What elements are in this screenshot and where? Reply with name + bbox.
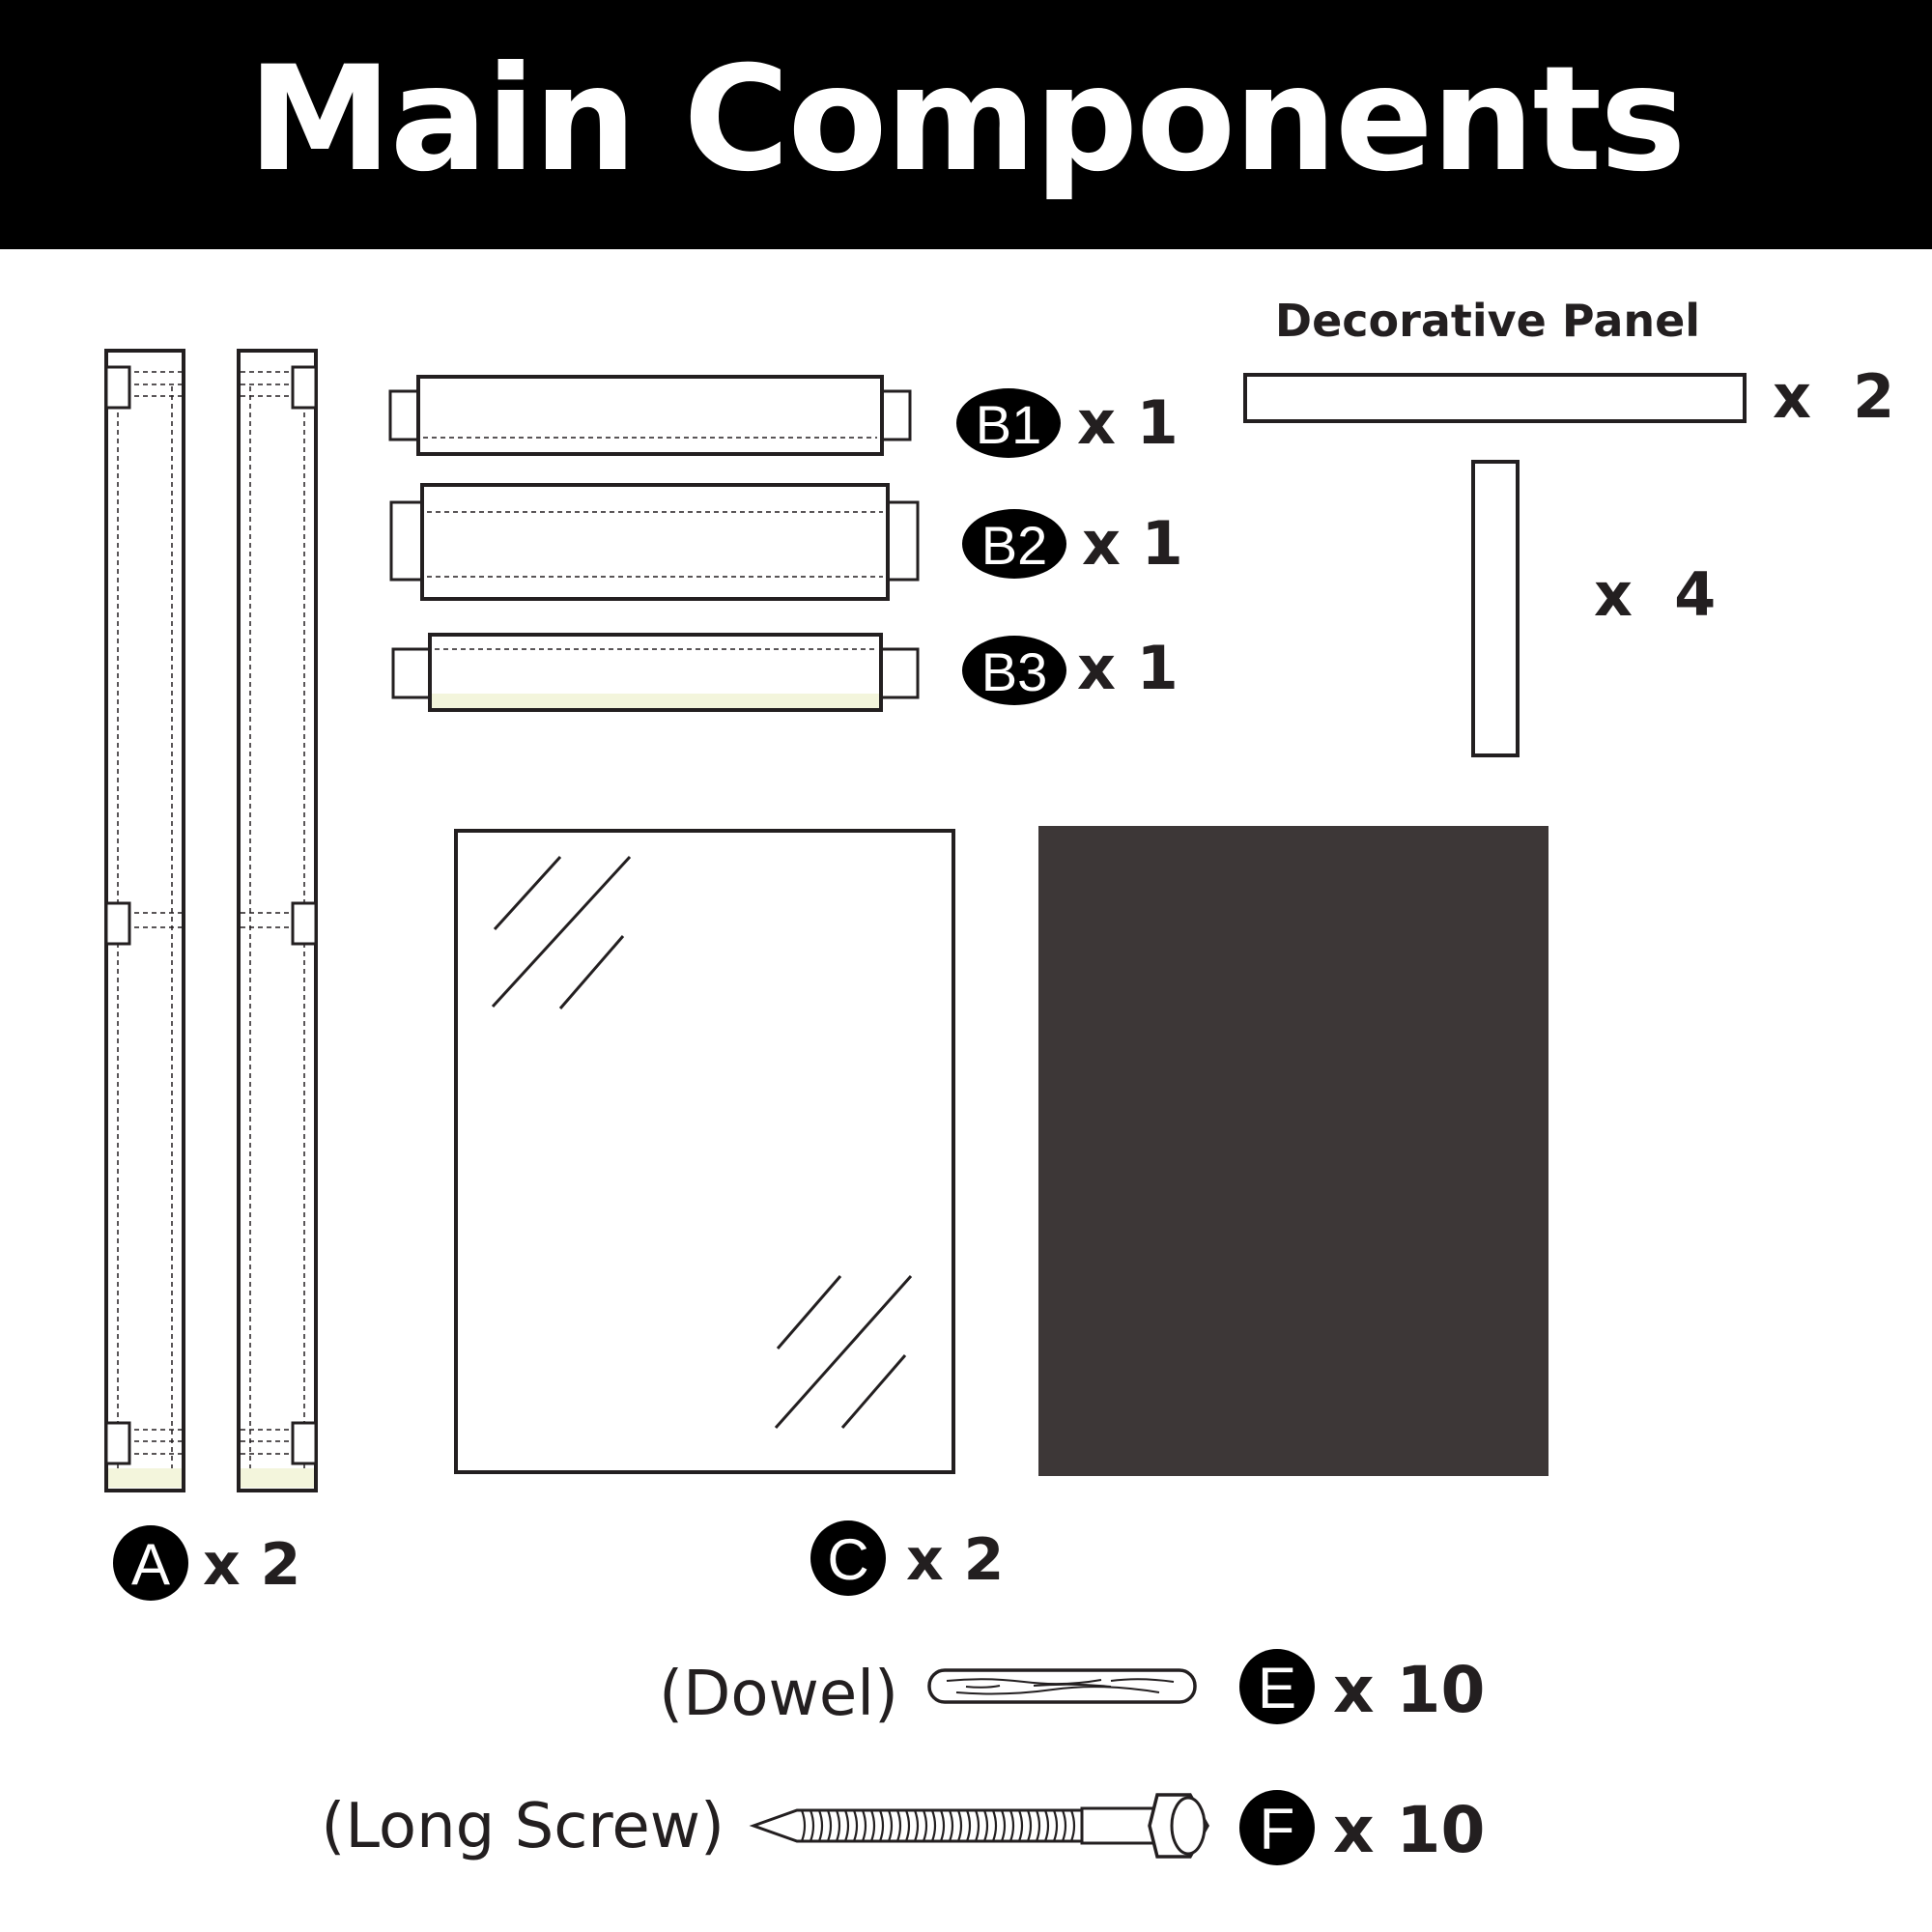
part-e-row: (Dowel) E x 10 (659, 1649, 1485, 1730)
screw-thread (817, 1809, 824, 1842)
part-qty: x 1 (1077, 633, 1179, 703)
screw-thread (913, 1809, 920, 1842)
screw-thread (1069, 1809, 1076, 1842)
part-id: B3 (981, 641, 1048, 702)
screw-thread (1035, 1809, 1041, 1842)
rail-icon (237, 349, 318, 1492)
part-b1-crossbar (388, 375, 912, 456)
part-badge (956, 388, 1061, 458)
screw-thread (895, 1809, 902, 1842)
part-b3-crossbar (391, 633, 920, 712)
part-qty: x 10 (1333, 1653, 1485, 1727)
screw-icon (749, 1793, 1210, 1859)
screw-thread (843, 1809, 850, 1842)
part-id: C (827, 1527, 868, 1592)
decorative-panel-vertical (1471, 460, 1520, 757)
part-id: E (1258, 1656, 1296, 1720)
part-badge (1239, 1649, 1315, 1724)
part-a-label: A x 2 (113, 1525, 300, 1601)
screw-thread (869, 1809, 876, 1842)
screw-thread (800, 1809, 807, 1842)
decorative-panel-vertical-qty: x 4 (1594, 559, 1716, 630)
screw-thread (835, 1809, 841, 1842)
part-badge (113, 1525, 188, 1601)
screw-thread (1017, 1809, 1024, 1842)
decorative-panel-title: Decorative Panel (1275, 295, 1700, 347)
screw-thread (982, 1809, 989, 1842)
part-qty: x 2 (203, 1531, 300, 1599)
part-qty: x 1 (1082, 508, 1183, 579)
screw-thread (991, 1809, 998, 1842)
screw-thread (809, 1809, 815, 1842)
part-b1-label: B1 x 1 (956, 387, 1179, 458)
screw-thread (878, 1809, 885, 1842)
part-name: (Long Screw) (321, 1791, 724, 1862)
decorative-panel-horizontal-qty: x 2 (1773, 361, 1894, 432)
screw-thread (1000, 1809, 1007, 1842)
part-id: B1 (976, 394, 1042, 455)
screw-thread (965, 1809, 972, 1842)
screw-thread (956, 1809, 963, 1842)
screw-thread (887, 1809, 894, 1842)
screw-thread (1009, 1809, 1015, 1842)
part-qty: x 2 (906, 1526, 1004, 1594)
part-qty: x 1 (1077, 387, 1179, 458)
glass-panel-icon (454, 829, 955, 1474)
screw-thread (852, 1809, 859, 1842)
part-name: (Dowel) (659, 1659, 898, 1730)
screw-thread (948, 1809, 954, 1842)
screw-thread (974, 1809, 980, 1842)
screw-thread (1061, 1809, 1067, 1842)
header-bar: Main Components (0, 0, 1932, 249)
part-b3-label: B3 x 1 (962, 633, 1179, 705)
screw-thread (939, 1809, 946, 1842)
part-id: B2 (981, 515, 1048, 576)
screw-thread (1026, 1809, 1033, 1842)
screw-thread (1052, 1809, 1059, 1842)
part-c-label: C x 2 (810, 1520, 1004, 1596)
part-a-rails (104, 349, 318, 1492)
screw-thread (930, 1809, 937, 1842)
rail-icon (104, 349, 185, 1492)
part-badge (962, 636, 1066, 705)
screw-thread (1043, 1809, 1050, 1842)
dowel-icon (927, 1668, 1197, 1704)
page-title: Main Components (247, 36, 1686, 204)
part-qty: x 10 (1333, 1793, 1485, 1867)
screw-thread (904, 1809, 911, 1842)
part-badge (810, 1520, 886, 1596)
screw-thread (861, 1809, 867, 1842)
decorative-panel-horizontal (1243, 373, 1747, 423)
part-badge (962, 509, 1066, 579)
part-id: F (1260, 1797, 1295, 1861)
screw-thread (922, 1809, 928, 1842)
backing-board (1038, 826, 1548, 1476)
part-badge (1239, 1790, 1315, 1865)
part-f-row: (Long Screw) F x 10 (321, 1790, 1485, 1867)
part-id: A (131, 1532, 170, 1597)
part-b2-crossbar (389, 483, 920, 601)
screw-thread (826, 1809, 833, 1842)
part-b2-label: B2 x 1 (962, 508, 1183, 579)
